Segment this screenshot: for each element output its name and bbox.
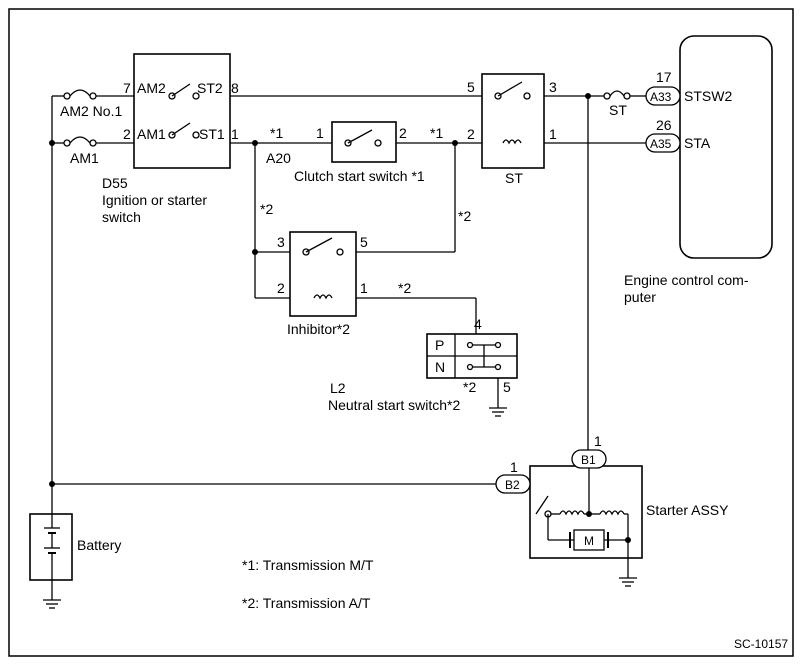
pin-label: 2 — [277, 280, 285, 296]
pin-label: 3 — [549, 79, 557, 95]
battery-icon — [44, 514, 60, 580]
st-relay-label: ST — [505, 170, 523, 186]
ignition-contact-am1-st1 — [168, 122, 200, 139]
terminal-label: ST2 — [197, 80, 223, 96]
connector-code: B1 — [581, 453, 596, 467]
terminal-label: AM1 — [137, 126, 166, 142]
diagram-frame — [8, 8, 794, 657]
pin-label: 3 — [277, 234, 285, 250]
switch-name-line2: switch — [102, 209, 141, 225]
pin-label: 1 — [360, 280, 368, 296]
clutch-start-switch-label: Clutch start switch *1 — [294, 168, 425, 184]
fuse-label-am1: AM1 — [70, 150, 99, 166]
clutch-start-switch-box — [331, 121, 397, 163]
fuse-am1 — [63, 136, 97, 147]
ground-icon — [619, 577, 637, 587]
engine-control-computer-box — [679, 35, 773, 259]
battery-label: Battery — [77, 537, 121, 553]
inhibitor-contact — [302, 237, 344, 256]
fuse-am2-no1 — [63, 89, 97, 100]
pin-label: 1 — [316, 125, 324, 141]
diagram-code: SC-10157 — [734, 637, 788, 651]
connector-a33 — [645, 86, 681, 106]
pin-label: 7 — [123, 80, 131, 96]
ignition-contact-am2-st2 — [168, 83, 200, 100]
pin-label: 17 — [656, 69, 672, 85]
terminal-label: STA — [684, 135, 711, 151]
connector-code: A33 — [650, 90, 672, 104]
inhibitor-coil-icon — [313, 294, 333, 300]
pin-label: 5 — [503, 379, 511, 395]
inhibitor-box — [289, 231, 357, 317]
nss-position-p: P — [435, 337, 444, 353]
st-relay-box — [481, 73, 545, 169]
variant-mark: *2 — [463, 379, 476, 395]
junction-dot — [252, 249, 258, 255]
pin-label: 5 — [360, 234, 368, 250]
ecu-label-line1: Engine control com- — [624, 272, 749, 288]
pin-label: 1 — [231, 126, 239, 142]
variant-mark: *2 — [398, 280, 411, 296]
terminal-label: ST1 — [199, 126, 225, 142]
ignition-switch-box — [133, 53, 231, 169]
motor-label: M — [584, 534, 594, 548]
ground-icon — [43, 599, 61, 609]
nss-position-n: N — [435, 359, 445, 375]
pin-label: 1 — [510, 459, 518, 475]
inhibitor-label: Inhibitor*2 — [287, 321, 350, 337]
ground-icon — [489, 407, 507, 417]
pin-label: 2 — [399, 125, 407, 141]
pin-label: 26 — [656, 117, 672, 133]
st-relay-contact — [494, 81, 531, 100]
terminal-label: AM2 — [137, 80, 166, 96]
connector-code: A20 — [266, 150, 291, 166]
switch-code: D55 — [102, 175, 128, 191]
variant-mark: *1 — [430, 125, 443, 141]
connector-code: A35 — [650, 137, 672, 151]
pin-label: 5 — [467, 79, 475, 95]
fuse-label-st: ST — [609, 102, 627, 118]
connector-b2 — [495, 474, 531, 494]
junction-dot — [49, 140, 55, 146]
ecu-label-line2: puter — [624, 289, 656, 305]
wire-inhibitor — [254, 143, 477, 334]
variant-mark: *2 — [458, 208, 471, 224]
note-at: *2: Transmission A/T — [242, 595, 371, 611]
fuse-st — [603, 90, 631, 100]
connector-code: B2 — [505, 478, 520, 492]
motor-icon — [569, 529, 609, 551]
fuse-label-am2-no1: AM2 No.1 — [60, 103, 122, 119]
pin-label: 8 — [231, 80, 239, 96]
battery-box — [29, 513, 73, 581]
pin-label: 2 — [467, 126, 475, 142]
variant-mark: *1 — [270, 125, 283, 141]
pin-label: 4 — [474, 316, 482, 332]
st-relay-coil-icon — [502, 139, 522, 145]
note-mt: *1: Transmission M/T — [242, 557, 374, 573]
nss-label: Neutral start switch*2 — [328, 397, 460, 413]
connector-a35 — [645, 133, 681, 153]
nss-code: L2 — [330, 380, 346, 396]
switch-name-line1: Ignition or starter — [102, 192, 207, 208]
pin-label: 1 — [549, 126, 557, 142]
pin-label: 2 — [123, 126, 131, 142]
starter-assy-label: Starter ASSY — [646, 502, 729, 518]
terminal-label: STSW2 — [684, 88, 732, 104]
variant-mark: *2 — [260, 201, 273, 217]
pin-label: 1 — [594, 433, 602, 449]
clutch-switch-contact — [344, 129, 382, 147]
